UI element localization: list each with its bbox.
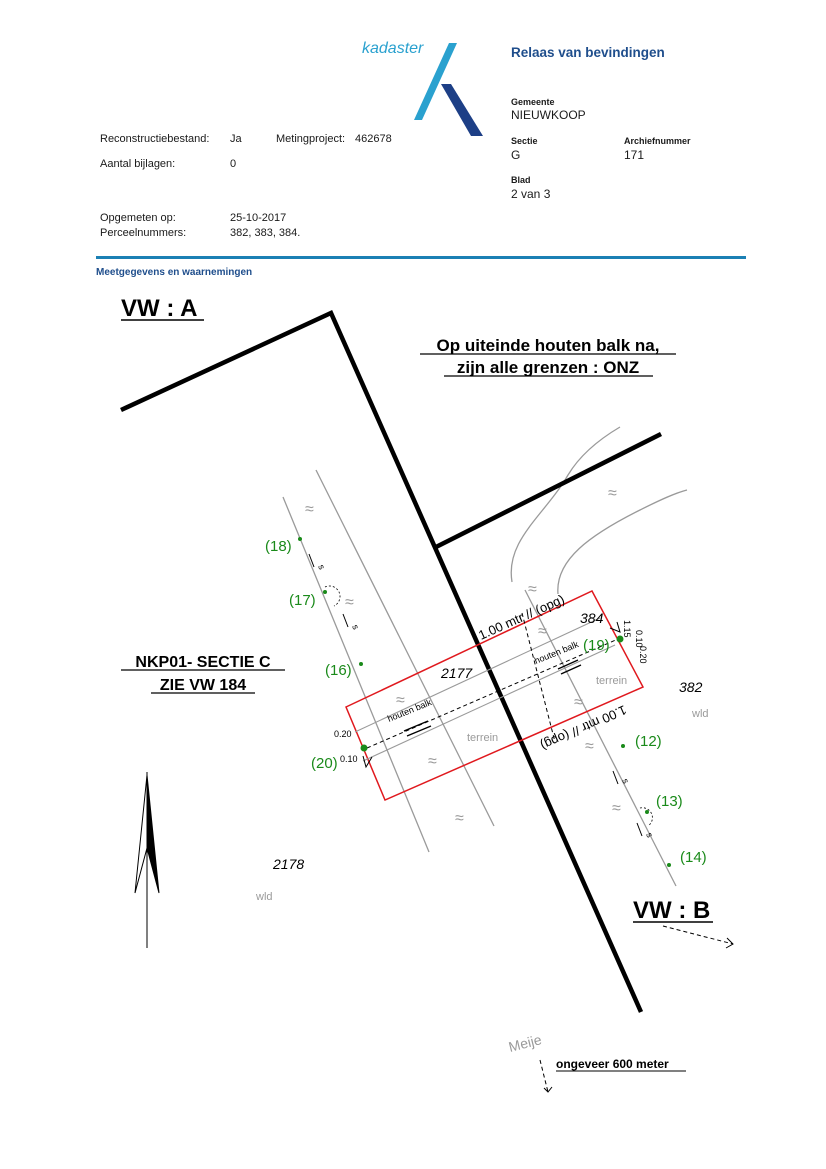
header-divider [96, 256, 746, 259]
survey-point-dots [298, 537, 671, 867]
s-markers: s s s s [316, 563, 655, 839]
opgemeten-label: Opgemeten op: [100, 212, 176, 224]
terrein-right: terrein [596, 675, 627, 687]
perceel-value: 382, 383, 384. [230, 227, 301, 239]
document-title: Relaas van bevindingen [511, 45, 665, 60]
water-symbol: ≈ [428, 753, 437, 770]
water-symbol: ≈ [528, 581, 537, 598]
north-arrow-icon [134, 772, 160, 948]
parcel-numbers: 2177 384 382 2178 [272, 610, 703, 872]
water-symbol: ≈ [538, 623, 547, 640]
parcel-2177: 2177 [440, 665, 473, 681]
point-label-13: (13) [656, 793, 683, 810]
measurement-rectangle [345, 590, 645, 801]
s-label: s [644, 831, 655, 839]
logo-mark-icon [414, 43, 483, 136]
point-arcs [324, 585, 653, 827]
metingproject-value: 462678 [355, 133, 392, 145]
gemeente-value: NIEUWKOOP [511, 108, 586, 122]
section-title: Meetgegevens en waarnemingen [96, 267, 253, 278]
survey-point-labels: (18) (17) (16) (19) (20) (12) (13) (14) [265, 538, 707, 866]
sectie-value: G [511, 148, 521, 162]
wld-labels: wld wld [255, 708, 709, 903]
houten-balk-left: houten balk [386, 697, 433, 724]
sectie-label: Sectie [511, 136, 538, 146]
water-symbol: ≈ [305, 501, 314, 518]
water-symbol: ≈ [345, 594, 354, 611]
reconstructie-label: Reconstructiebestand: [100, 133, 210, 145]
point-label-18: (18) [265, 538, 292, 555]
terrain-lines [354, 617, 616, 762]
s-label: s [350, 623, 361, 631]
parcel-382: 382 [679, 679, 703, 695]
archief-value: 171 [624, 148, 645, 162]
parcel-384: 384 [580, 610, 604, 626]
point-label-16: (16) [325, 662, 352, 679]
measure-label-top: 1.00 mtr // (opg) [476, 591, 567, 642]
vw-a-label: VW : A [121, 295, 197, 322]
metingproject-label: Metingproject: [276, 133, 346, 145]
point-label-12: (12) [635, 733, 662, 750]
bijlagen-label: Aantal bijlagen: [100, 158, 176, 170]
note-line-1: Op uiteinde houten balk na, [437, 336, 660, 355]
measure-label-bottom: 1.00 mtr // (opg) [538, 702, 629, 753]
point-label-19: (19) [583, 637, 610, 654]
offset-010-left: 0.10 [340, 754, 358, 764]
water-symbol: ≈ [574, 694, 583, 711]
perceel-label: Perceelnummers: [100, 227, 187, 239]
nkp-line-2: ZIE VW 184 [160, 677, 246, 694]
s-marker-ticks [308, 553, 643, 837]
dashed-measure-lines [366, 612, 734, 1093]
water-symbol: ≈ [396, 692, 405, 709]
wld-label: wld [691, 708, 709, 720]
parcel-boundaries [120, 309, 663, 1013]
vw-b-label: VW : B [633, 897, 710, 924]
water-symbols: ≈ ≈ ≈ ≈ ≈ ≈ ≈ ≈ ≈ ≈ ≈ [305, 485, 621, 827]
nkp-line-1: NKP01- SECTIE C [135, 654, 271, 671]
reconstructie-value: Ja [230, 133, 242, 145]
meije-label: Meije [507, 1031, 544, 1055]
distance-label: ongeveer 600 meter [556, 1057, 669, 1071]
watercourse-lines [282, 426, 688, 887]
offset-labels: 0.20 0.10 0.10 1.15 0.20 [334, 620, 648, 764]
opgemeten-value: 25-10-2017 [230, 212, 287, 224]
beam-symbols [403, 659, 582, 737]
point-label-20: (20) [311, 755, 338, 772]
water-symbol: ≈ [455, 810, 464, 827]
terrain-labels: terrein terrein [467, 675, 627, 744]
gemeente-label: Gemeente [511, 97, 555, 107]
note-line-2: zijn alle grenzen : ONZ [457, 358, 639, 377]
offset-020-left: 0.20 [334, 729, 352, 739]
arrowheads [362, 621, 734, 1093]
water-symbol: ≈ [608, 485, 617, 502]
s-label: s [316, 563, 327, 571]
bijlagen-value: 0 [230, 158, 237, 170]
offset-020-right: 0.20 [638, 646, 648, 664]
terrein-left: terrein [467, 732, 498, 744]
water-symbol: ≈ [612, 800, 621, 817]
point-label-14: (14) [680, 849, 707, 866]
offset-115-right: 1.15 [622, 620, 632, 638]
archief-label: Archiefnummer [624, 136, 691, 146]
offset-010-right: 0.10 [634, 630, 644, 648]
parcel-2178: 2178 [272, 856, 304, 872]
blad-value: 2 van 3 [511, 187, 551, 201]
logo-text: kadaster [362, 40, 424, 57]
wld-label: wld [255, 891, 273, 903]
water-symbol: ≈ [585, 738, 594, 755]
point-label-17: (17) [289, 592, 316, 609]
s-label: s [620, 777, 631, 785]
blad-label: Blad [511, 175, 531, 185]
